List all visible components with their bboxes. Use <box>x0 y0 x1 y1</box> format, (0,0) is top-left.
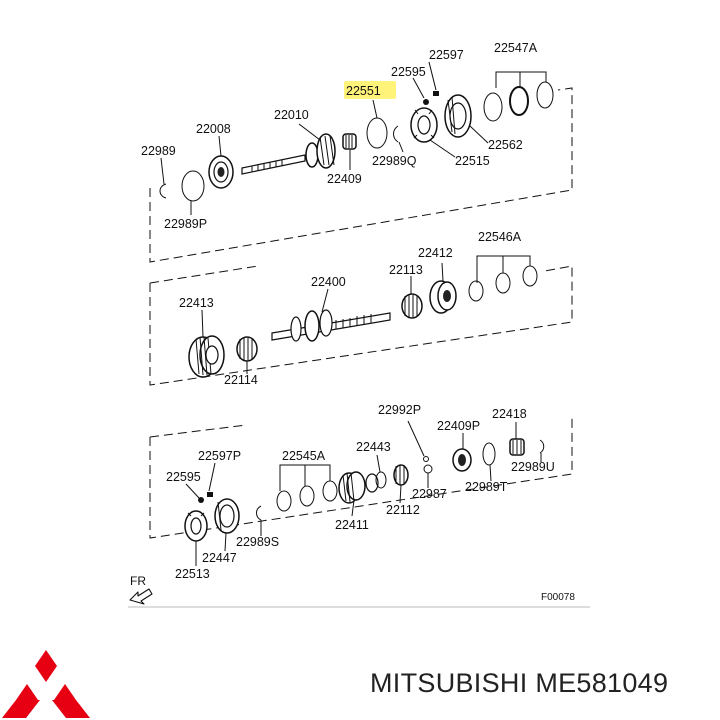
part-label-22412: 22412 <box>418 246 453 260</box>
part-label-22400: 22400 <box>311 275 346 289</box>
part-label-22987: 22987 <box>412 487 447 501</box>
synchronizer-hub-part <box>184 510 208 542</box>
synchronizer-ring-part <box>299 485 315 507</box>
synchronizer-ring-part <box>522 265 538 287</box>
synchronizer-sleeve-part <box>444 94 472 138</box>
part-label-22546a: 22546A <box>478 230 522 244</box>
part-label-22411: 22411 <box>335 518 369 532</box>
synchronizer-ring-part <box>276 490 292 512</box>
part-label-22562: 22562 <box>488 138 523 152</box>
needle-bearing-part <box>509 438 525 456</box>
synchronizer-ring-part <box>509 86 529 116</box>
synchronizer-sleeve-part <box>214 498 240 534</box>
part-label-22447: 22447 <box>202 551 237 565</box>
brand-part-number-caption: MITSUBISHI ME581049 <box>370 668 669 698</box>
front-direction-arrow-icon <box>129 588 153 605</box>
assembly-frame-middle <box>149 265 573 386</box>
figure-reference-code: F00078 <box>541 592 575 603</box>
part-label-22595-bottom: 22595 <box>166 470 201 484</box>
shifting-key-part <box>433 91 439 96</box>
part-label-22989u: 22989U <box>511 460 555 474</box>
part-label-22595-top: 22595 <box>391 65 426 79</box>
part-label-22989s: 22989S <box>236 535 279 549</box>
part-label-22515: 22515 <box>455 154 490 168</box>
snap-ring-part <box>159 183 167 199</box>
gear-part <box>338 471 379 504</box>
part-label-22989p: 22989P <box>164 217 207 231</box>
shifting-key-part <box>207 492 213 497</box>
output-shaft-part <box>271 309 391 342</box>
ring-part <box>423 456 429 462</box>
ring-part <box>181 170 205 202</box>
part-label-22597: 22597 <box>429 48 464 62</box>
part-label-22418: 22418 <box>492 407 527 421</box>
spring-part <box>423 99 429 105</box>
steel-ball-part <box>423 464 433 474</box>
synchronizer-ring-part <box>536 81 554 109</box>
input-shaft-part <box>241 133 336 175</box>
part-label-22992p: 22992P <box>378 403 421 417</box>
part-label-22989t: 22989T <box>465 480 508 494</box>
part-label-22112: 22112 <box>386 503 420 517</box>
synchronizer-ring-part <box>366 117 388 149</box>
part-label-22409p: 22409P <box>437 419 480 433</box>
front-direction-label: FR <box>130 574 146 588</box>
part-label-22443: 22443 <box>356 440 391 454</box>
part-label-22114: 22114 <box>224 373 258 387</box>
part-label-22409-top: 22409 <box>327 172 362 186</box>
needle-bearing-part <box>393 464 409 486</box>
gear-part <box>188 335 225 378</box>
part-label-22513: 22513 <box>175 567 210 581</box>
synchronizer-ring-part <box>495 272 511 294</box>
part-label-22010: 22010 <box>274 108 309 122</box>
needle-bearing-part <box>236 336 258 362</box>
mitsubishi-three-diamond-icon <box>2 650 90 718</box>
gear-part <box>429 280 457 314</box>
part-label-22547a: 22547A <box>494 41 538 55</box>
assembly-frame-bottom <box>149 418 573 539</box>
highlighted-part-marker <box>344 81 396 99</box>
needle-bearing-part <box>342 133 357 150</box>
ring-part <box>375 471 387 489</box>
part-label-22545a: 22545A <box>282 449 326 463</box>
ball-bearing-part <box>208 155 234 189</box>
snap-ring-part <box>256 505 262 521</box>
part-label-22413: 22413 <box>179 296 214 310</box>
spring-part <box>198 497 204 503</box>
part-label-22551: 22551 <box>346 84 381 98</box>
snap-ring-part <box>393 125 399 143</box>
part-label-22597p: 22597P <box>198 449 241 463</box>
leader-lines <box>160 61 547 566</box>
part-label-22989q: 22989Q <box>372 154 417 168</box>
needle-bearing-part <box>401 293 423 319</box>
synchronizer-ring-part <box>468 280 484 302</box>
ring-part <box>482 442 496 466</box>
synchronizer-hub-part <box>410 107 438 143</box>
assembly-frame-top <box>149 87 573 263</box>
synchronizer-ring-part <box>483 92 503 122</box>
part-label-22989: 22989 <box>141 144 176 158</box>
part-label-22008: 22008 <box>196 122 231 136</box>
ball-bearing-part <box>452 448 472 472</box>
part-label-22113: 22113 <box>389 263 423 277</box>
synchronizer-ring-part <box>322 480 338 502</box>
snap-ring-part <box>539 439 545 454</box>
